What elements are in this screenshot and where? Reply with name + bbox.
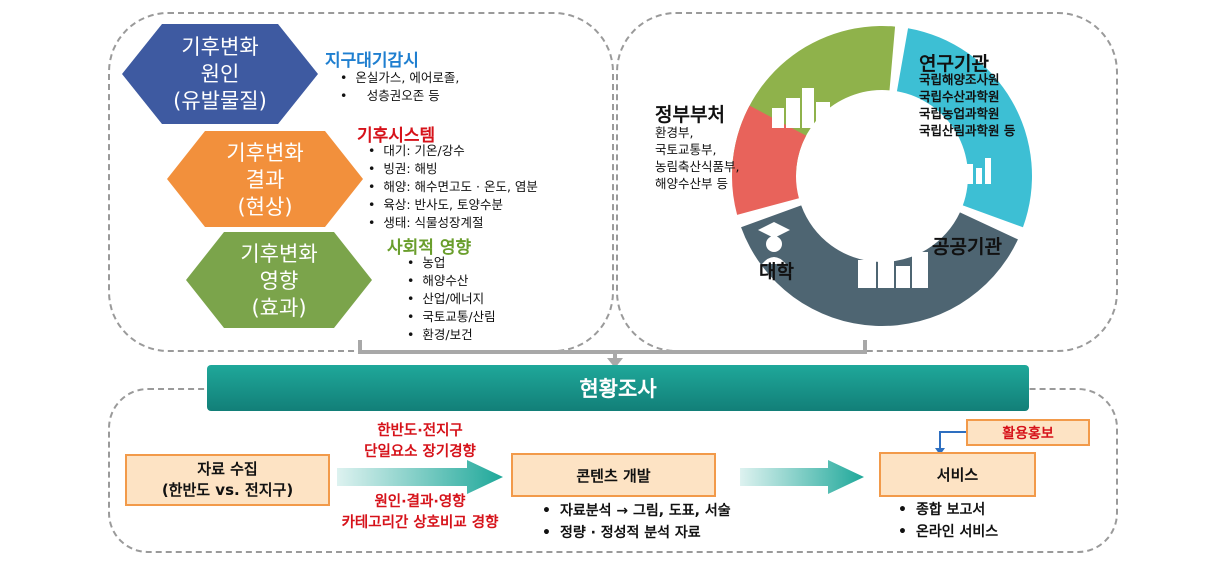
university-title: 대학 <box>759 261 794 283</box>
cause-hex-line2: 원인 <box>200 62 240 86</box>
content-list: 자료분석 → 그림, 도표, 서술 정량 · 정성적 분석 자료 <box>542 500 731 544</box>
promo-label: 활용홍보 <box>1002 425 1054 442</box>
research-list: 국립해양조사원 국립수산과학원 국립농업과학원 국립산림과학원 등 <box>919 71 1015 139</box>
list-item: 온라인 서비스 <box>898 521 998 543</box>
promo-arrow <box>935 431 966 455</box>
list-item: 종합 보고서 <box>898 499 998 521</box>
effect-hexagon <box>186 232 372 328</box>
city-icon <box>858 246 928 288</box>
research-segment <box>896 28 1032 228</box>
building-icon <box>772 88 842 128</box>
list-item: 해양수산부 등 <box>655 176 728 191</box>
list-item: 육상: 반사도, 토양수분 <box>368 196 538 214</box>
list-item: 환경부, <box>655 125 694 140</box>
collect-line1: 자료 수집 <box>197 460 258 478</box>
list-item: 농업 <box>407 254 496 272</box>
chart-icon <box>928 158 991 184</box>
list-item: 온실가스, 에어로졸, <box>340 69 459 87</box>
list-item: 국립해양조사원 <box>919 72 1000 87</box>
list-item: 정량 · 정성적 분석 자료 <box>542 522 731 544</box>
list-item: 빙권: 해빙 <box>368 160 538 178</box>
arrow1-bottom-line2: 카테고리간 상호비교 경향 <box>341 515 499 531</box>
arrow1-bottom-line1: 원인·결과·영향 <box>374 494 466 510</box>
list-item: 농림축산식품부, <box>655 159 740 174</box>
effect-hex-line1: 기후변화 <box>240 242 318 266</box>
result-hex-label: 기후변화 결과 (현상) <box>167 140 363 221</box>
arrow1-top-line2: 단일요소 장기경향 <box>364 444 476 460</box>
service-label: 서비스 <box>936 466 979 484</box>
survey-banner: 현황조사 <box>207 365 1029 411</box>
content-label: 콘텐츠 개발 <box>576 466 651 485</box>
service-box: 서비스 <box>879 452 1036 497</box>
cause-item-2: 성층권오존 등 <box>366 88 440 103</box>
government-list: 환경부, 국토교통부, 농림축산식품부, 해양수산부 등 <box>655 124 739 192</box>
list-item: 해양수산 <box>407 272 496 290</box>
list-item: 국토교통/산림 <box>407 308 495 326</box>
list-item: 국립산림과학원 등 <box>919 123 1016 138</box>
result-list: 대기: 기온/강수 빙권: 해빙 해양: 해수면고도 · 온도, 염분 육상: … <box>368 142 538 232</box>
result-title: 기후시스템 <box>357 126 436 146</box>
arrow1-bottom-text: 원인·결과·영향 카테고리간 상호비교 경향 <box>300 492 540 534</box>
result-hex-line2: 결과 <box>245 168 285 192</box>
cause-hex-line1: 기후변화 <box>181 35 259 59</box>
cause-list: 온실가스, 에어로졸, • 성층권오존 등 <box>340 69 459 105</box>
effect-title: 사회적 영향 <box>387 238 472 258</box>
arrow1-top-line1: 한반도·전지구 <box>377 423 463 439</box>
collect-box: 자료 수집 (한반도 vs. 전지구) <box>125 454 330 506</box>
effect-hex-line2: 영향 <box>259 269 299 293</box>
graduate-icon <box>758 222 790 264</box>
survey-banner-label: 현황조사 <box>579 377 657 401</box>
cause-hex-line3: (유발물질) <box>173 89 267 113</box>
cause-hex-label: 기후변화 원인 (유발물질) <box>122 34 318 115</box>
list-item: 산업/에너지 <box>407 290 496 308</box>
list-item: 국립수산과학원 <box>919 89 1000 104</box>
result-hex-line3: (현상) <box>237 195 293 219</box>
list-item: 국토교통부, <box>655 142 717 157</box>
promo-box: 활용홍보 <box>966 419 1090 446</box>
effect-hex-line3: (효과) <box>251 296 307 320</box>
university-segment <box>732 105 807 215</box>
effect-list: 농업 해양수산 산업/에너지 국토교통/산림 환경/보건 <box>407 254 496 344</box>
result-hexagon <box>167 131 363 227</box>
arrow1-top-text: 한반도·전지구 단일요소 장기경향 <box>320 421 520 463</box>
result-hex-line1: 기후변화 <box>226 141 304 165</box>
list-item: 해양: 해수면고도 · 온도, 염분 <box>368 178 538 196</box>
service-list: 종합 보고서 온라인 서비스 <box>898 499 998 543</box>
list-item: 국립농업과학원 <box>919 106 1000 121</box>
public-title: 공공기관 <box>932 236 1002 258</box>
flow-arrow-2 <box>740 460 864 494</box>
government-title: 정부부처 <box>655 104 725 126</box>
effect-hex-label: 기후변화 영향 (효과) <box>186 241 372 322</box>
list-item: • 성층권오존 등 <box>340 87 459 105</box>
list-item: 자료분석 → 그림, 도표, 서술 <box>542 500 731 522</box>
collect-line2: (한반도 vs. 전지구) <box>161 481 294 499</box>
content-box: 콘텐츠 개발 <box>511 453 716 497</box>
connector <box>358 340 867 368</box>
list-item: 생태: 식물성장계절 <box>368 214 538 232</box>
research-title: 연구기관 <box>919 53 989 75</box>
list-item: 환경/보건 <box>407 326 496 344</box>
cause-title: 지구대기감시 <box>325 51 419 71</box>
institutions-ring <box>732 25 1032 327</box>
list-item: 대기: 기온/강수 <box>368 142 538 160</box>
flow-arrow-1 <box>337 460 503 494</box>
cause-hexagon <box>122 24 318 124</box>
